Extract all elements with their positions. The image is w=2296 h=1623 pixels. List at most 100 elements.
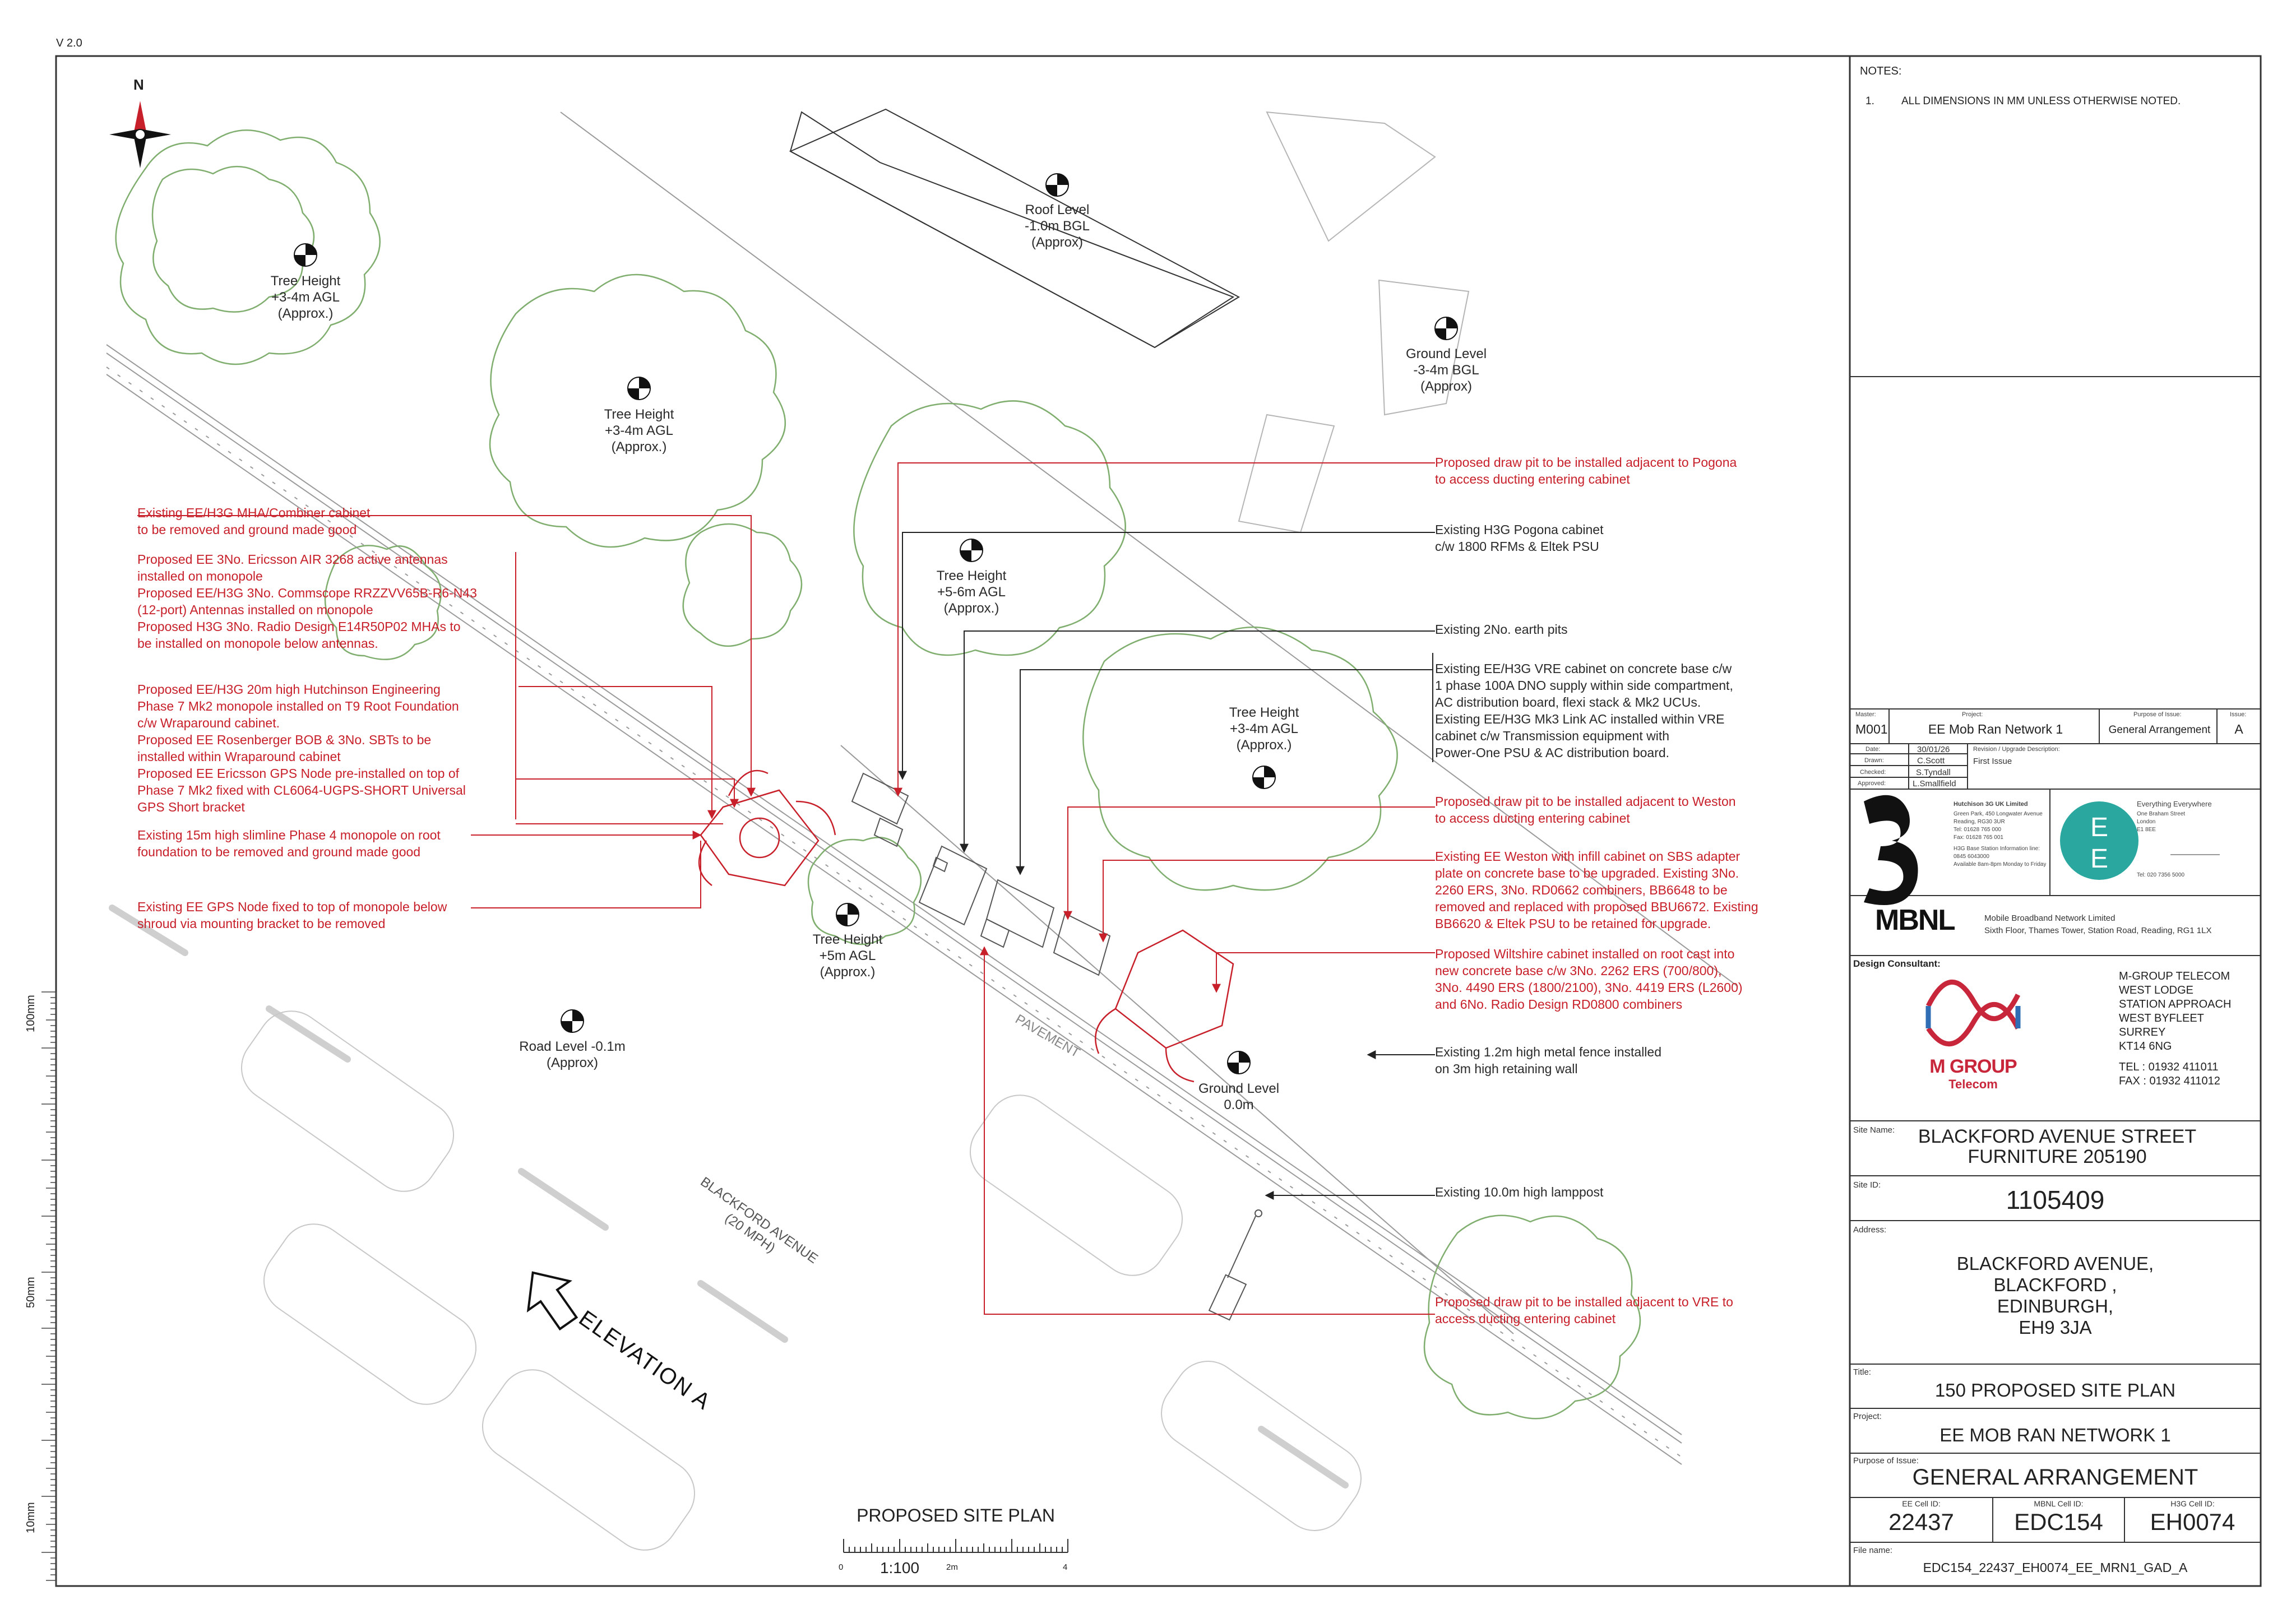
drawn-value: C.Scott: [1917, 756, 1945, 766]
drawing-frame: [55, 55, 2262, 1587]
note-lamppost: Existing 10.0m high lamppost: [1435, 1185, 1604, 1199]
approved-value: L.Smallfield: [1913, 779, 1956, 789]
title-label: Title:: [1853, 1367, 1871, 1377]
ee-name: Everything Everywhere: [2137, 800, 2212, 808]
project2-label: Project:: [1853, 1412, 1882, 1421]
level-label-tree1: Tree Height+3-4m AGL(Approx.): [270, 273, 341, 321]
title-block-lines: [1850, 376, 2261, 1543]
note-number: 1.: [1866, 95, 1874, 107]
road-markings: [109, 905, 1349, 1488]
note-drawpit-weston: Proposed draw pit to be installed adjace…: [1435, 794, 1736, 826]
address-label: Address:: [1853, 1225, 1887, 1235]
level-label-tree3: Tree Height+5-6m AGL(Approx.): [936, 568, 1007, 616]
mgroup-logo: [1925, 980, 2021, 1046]
purpose2-label: Purpose of Issue:: [1853, 1456, 1919, 1466]
file-name: EDC154_22437_EH0074_EE_MRN1_GAD_A: [1923, 1560, 2188, 1575]
elevation-arrow: [526, 1271, 578, 1331]
project2-value: EE MOB RAN NETWORK 1: [1939, 1425, 2171, 1445]
scale-ratio: 1:100: [879, 1559, 920, 1576]
north-arrow: [109, 101, 171, 168]
mbnl-name: Mobile Broadband Network Limited: [1984, 913, 2116, 923]
note-gps-node: Existing EE GPS Node fixed to top of mon…: [137, 899, 447, 931]
level-markers: [294, 173, 1458, 1074]
scale-tick-2m: 2m: [946, 1562, 958, 1572]
note-antennas: Proposed EE 3No. Ericsson AIR 3268 activ…: [137, 552, 477, 651]
left-leader-lines: [137, 515, 756, 908]
mbnl-cell-id: EDC154: [2014, 1509, 2103, 1535]
master-value: M001: [1855, 722, 1888, 736]
lamppost: [1208, 1209, 1262, 1321]
checked-value: S.Tyndall: [1916, 768, 1951, 777]
side-ruler: [41, 991, 57, 1586]
site-name-label: Site Name:: [1853, 1125, 1895, 1135]
project-value: EE Mob Ran Network 1: [1928, 722, 2063, 736]
revision-label: Revision / Upgrade Description:: [1973, 746, 2060, 753]
road-edge-lines: [106, 112, 1738, 1465]
trees: [115, 129, 1641, 1420]
date-value: 30/01/26: [1917, 745, 1950, 754]
drawing-title: 150 PROPOSED SITE PLAN: [1934, 1380, 2176, 1401]
level-label-tree2: Tree Height+3-4m AGL(Approx.): [604, 407, 674, 455]
note-weston-cabinet: Existing EE Weston with infill cabinet o…: [1435, 849, 1758, 931]
file-name-label: File name:: [1853, 1546, 1893, 1555]
level-label-roof: Roof Level-1.0m BGL(Approx): [1024, 202, 1090, 250]
building-outline-grey: [1238, 111, 1470, 534]
note-slimline-monopole: Existing 15m high slimline Phase 4 monop…: [137, 828, 441, 859]
svg-text:E: E: [2090, 813, 2108, 842]
existing-cabinets: [851, 772, 1111, 976]
plan-title: PROPOSED SITE PLAN: [857, 1505, 1055, 1525]
level-label-tree5: Tree Height+5m AGL(Approx.): [812, 932, 883, 980]
ruler-10mm: 10mm: [25, 1502, 37, 1533]
ruler-50mm: 50mm: [25, 1277, 37, 1308]
purpose-value: General Arrangement: [2108, 724, 2211, 736]
note-wiltshire-cabinet: Proposed Wiltshire cabinet installed on …: [1435, 947, 1743, 1012]
ee-cell-id: 22437: [1888, 1509, 1954, 1535]
scale-bar: [843, 1539, 1068, 1553]
mbnl-address: Sixth Floor, Thames Tower, Station Road,…: [1984, 926, 2212, 935]
note-metal-fence: Existing 1.2m high metal fence installed…: [1435, 1045, 1661, 1076]
purpose2-value: GENERAL ARRANGEMENT: [1912, 1465, 2198, 1490]
proposed-monopole: [698, 769, 836, 887]
site-id-label: Site ID:: [1853, 1180, 1881, 1190]
date-label: Date:: [1866, 746, 1881, 753]
level-label-ground1: Ground Level-3-4m BGL(Approx): [1405, 346, 1487, 394]
approved-label: Approved:: [1858, 780, 1886, 787]
ruler-100mm: 100mm: [25, 995, 37, 1032]
notes-heading: NOTES:: [1860, 65, 1902, 77]
level-label-road: Road Level -0.1m(Approx): [519, 1039, 626, 1070]
note-drawpit-pogona: Proposed draw pit to be installed adjace…: [1435, 455, 1737, 486]
note-drawpit-vre: Proposed draw pit to be installed adjace…: [1435, 1295, 1733, 1326]
note-monopole: Proposed EE/H3G 20m high Hutchinson Engi…: [137, 682, 466, 814]
building-roof: [789, 108, 1240, 349]
site-id: 1105409: [2006, 1185, 2105, 1214]
proposed-wiltshire-cabinet: [1095, 929, 1234, 1083]
project-label: Project:: [1962, 711, 1983, 718]
issue-value: A: [2234, 722, 2243, 736]
mbnl-cell-label: MBNL Cell ID:: [2034, 1499, 2084, 1508]
scale-tick-0: 0: [839, 1562, 844, 1572]
design-consultant-label: Design Consultant:: [1853, 958, 1941, 969]
right-leader-lines: [894, 462, 1435, 1315]
h3g-cell-label: H3G Cell ID:: [2170, 1499, 2215, 1508]
three-logo: [1864, 795, 1918, 905]
parked-cars: [240, 1010, 1362, 1551]
site-address: BLACKFORD AVENUE,BLACKFORD ,EDINBURGH,EH…: [1956, 1253, 2154, 1338]
note-earth-pits: Existing 2No. earth pits: [1435, 622, 1568, 637]
svg-text:E: E: [2090, 844, 2108, 874]
version-label: V 2.0: [56, 37, 82, 49]
issue-label: Issue:: [2230, 711, 2247, 718]
ee-logo: E E: [2060, 801, 2138, 880]
level-label-tree4: Tree Height+3-4m AGL(Approx.): [1229, 705, 1299, 753]
h3g-cell-id: EH0074: [2150, 1509, 2235, 1535]
h3g-name: Hutchison 3G UK Limited: [1954, 801, 2028, 808]
note-dimensions: ALL DIMENSIONS IN MM UNLESS OTHERWISE NO…: [1901, 95, 2181, 107]
purpose-label: Purpose of Issue:: [2133, 711, 2182, 718]
